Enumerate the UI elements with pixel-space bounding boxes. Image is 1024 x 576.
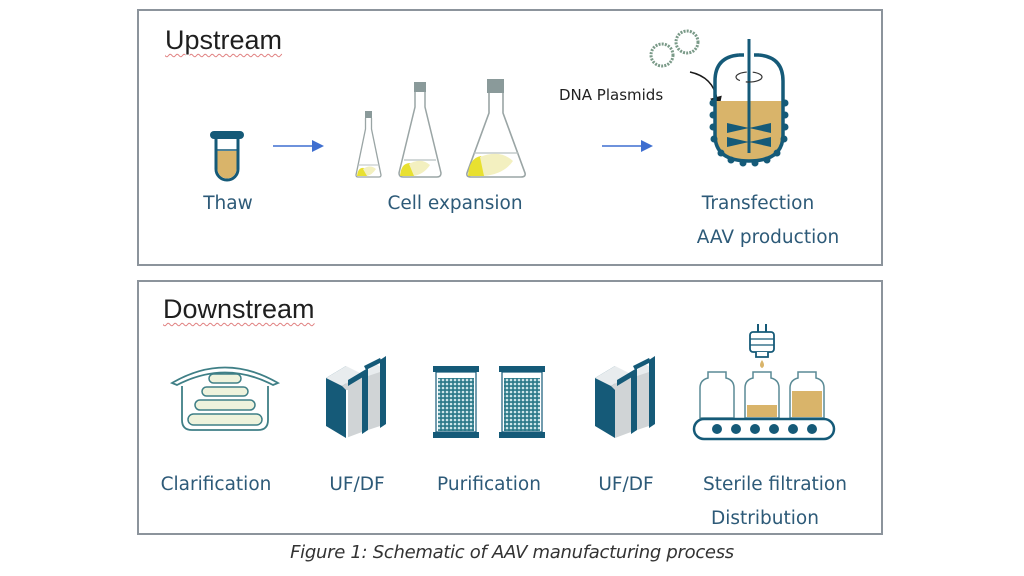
step-label-ufdf-2: UF/DF — [598, 474, 654, 495]
figure-caption: Figure 1: Schematic of AAV manufacturing… — [290, 542, 734, 563]
step-label-cell-expansion: Cell expansion — [387, 193, 523, 214]
small-flask — [355, 111, 382, 178]
filter-nozzle — [749, 324, 775, 368]
step-label-thaw: Thaw — [203, 193, 253, 214]
flasks-icon — [355, 79, 526, 178]
step-label-transfection: Transfection — [701, 193, 815, 214]
step-label-ufdf-1: UF/DF — [329, 474, 385, 495]
step-label-purification: Purification — [437, 474, 541, 495]
column-1 — [433, 366, 479, 438]
downstream-panel: Downstream Clarification UF/DF — [137, 280, 883, 535]
arrow-right-icon — [602, 140, 653, 152]
step-label-sterile-filtration: Sterile filtration — [703, 474, 847, 495]
downstream-title: Downstream — [163, 294, 315, 324]
upstream-title: Upstream — [165, 25, 283, 55]
vial-filling-icon — [692, 324, 836, 441]
bioreactor-icon — [709, 39, 789, 167]
vial-partial — [744, 371, 780, 419]
dna-plasmids-label: DNA Plasmids — [559, 86, 664, 104]
column-2 — [499, 366, 545, 438]
filter-cassette-icon — [326, 356, 386, 438]
large-flask — [466, 79, 526, 178]
vial-full — [789, 371, 825, 419]
step-label-distribution: Distribution — [711, 508, 819, 529]
arrow-right-icon — [273, 140, 324, 152]
step-label-clarification: Clarification — [160, 474, 272, 495]
chromatography-columns-icon — [433, 366, 545, 438]
step-label-aav-production: AAV production — [696, 227, 840, 248]
dna-plasmid-icon — [649, 29, 700, 68]
test-tube-icon — [210, 131, 244, 182]
centrifuge-icon — [169, 366, 281, 431]
upstream-panel: Upstream Thaw — [137, 9, 883, 266]
medium-flask — [398, 82, 442, 178]
filter-cassette-icon — [595, 356, 655, 438]
vial-empty — [699, 371, 735, 419]
